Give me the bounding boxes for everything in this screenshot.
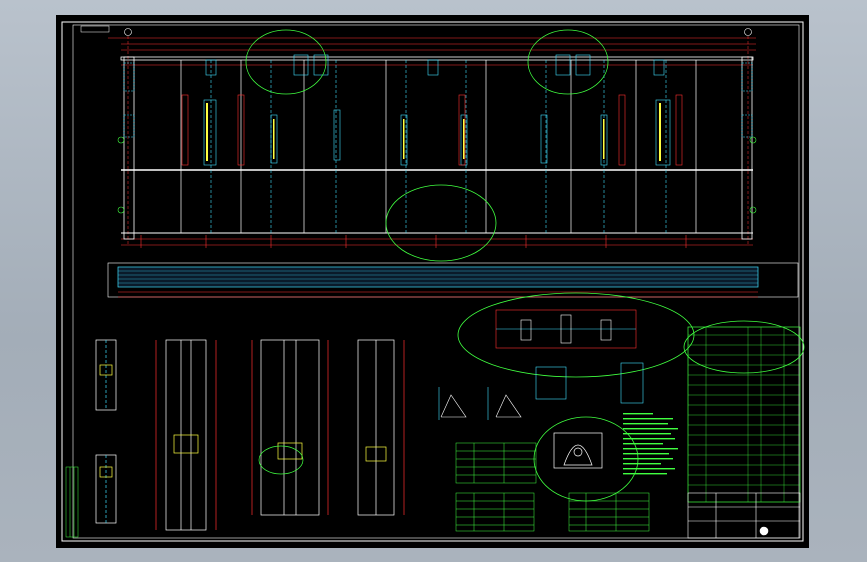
weld-details: [438, 362, 644, 420]
axis-bubble-icon: [124, 28, 132, 36]
axis-bubble-icon: [117, 136, 125, 144]
column-section-4: [357, 339, 405, 516]
outer-frame: [61, 21, 804, 542]
schedule-table-2: [455, 492, 535, 532]
main-elevation: [108, 28, 757, 248]
plan-view: [107, 262, 799, 298]
column-section-3: [251, 339, 329, 516]
drawing-sheet[interactable]: [56, 15, 809, 548]
axis-bubble-icon: [744, 28, 752, 36]
schedule-table-1: [455, 442, 537, 484]
revision-block: [65, 466, 79, 538]
revision-cloud-icon: [533, 416, 639, 502]
inner-frame: [72, 24, 800, 539]
plate-detail: [553, 432, 603, 469]
revision-cloud-icon: [457, 292, 695, 378]
cad-drawing: [61, 21, 805, 542]
schedule-table-3: [568, 492, 650, 532]
revision-cloud-icon: [527, 29, 609, 95]
axis-bubble-icon: [117, 206, 125, 214]
column-section-2: [155, 339, 217, 531]
bracket-detail: [495, 309, 637, 349]
general-notes: [623, 413, 678, 475]
revision-cloud-icon: [245, 29, 327, 95]
axis-bubble-icon: [749, 206, 757, 214]
material-table: [687, 326, 801, 503]
revision-cloud-icon: [385, 184, 497, 262]
axis-bubble-icon: [749, 136, 757, 144]
corner-tag: [80, 25, 110, 33]
revision-cloud-icon: [683, 320, 805, 374]
title-block: [687, 492, 801, 539]
column-section-1: [95, 339, 117, 524]
